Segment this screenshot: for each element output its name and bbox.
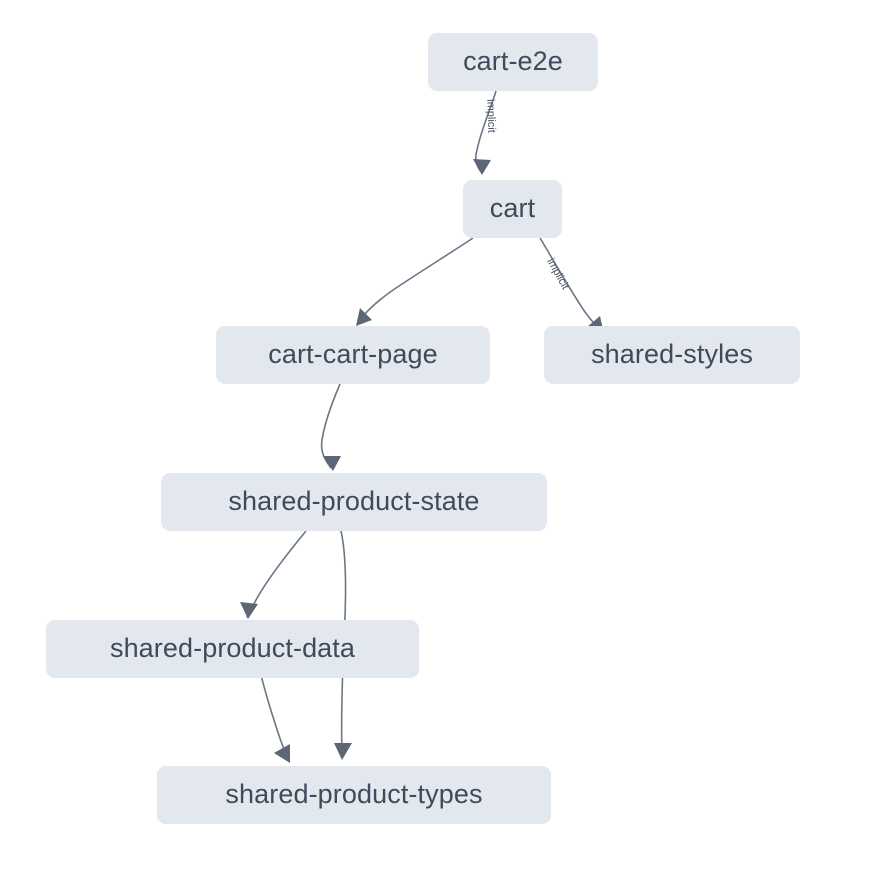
arrowhead-icon <box>323 456 341 471</box>
edge-cart-cart-page-to-shared-product-state[interactable] <box>320 383 341 471</box>
edge-path <box>320 383 341 469</box>
arrowhead-icon <box>473 159 491 175</box>
node-label: cart-e2e <box>463 45 563 76</box>
node-label: shared-styles <box>591 338 753 369</box>
node-shared-product-types[interactable]: shared-product-types <box>157 766 551 824</box>
node-shared-product-state[interactable]: shared-product-state <box>161 473 547 531</box>
edge-path <box>246 530 307 618</box>
arrowhead-icon <box>274 744 290 763</box>
arrowhead-icon <box>240 602 258 619</box>
node-shared-styles[interactable]: shared-styles <box>544 326 800 384</box>
edge-label-implicit-cart-shared-styles: implicit <box>544 256 572 292</box>
node-label: cart-cart-page <box>268 338 438 369</box>
arrowhead-icon <box>334 743 352 760</box>
edge-path <box>357 237 474 323</box>
node-label: cart <box>489 192 536 223</box>
node-cart-cart-page[interactable]: cart-cart-page <box>216 326 490 384</box>
node-label: shared-product-types <box>225 778 483 809</box>
node-cart-e2e[interactable]: cart-e2e <box>428 33 598 91</box>
arrowhead-icon <box>356 308 372 326</box>
edge-shared-product-state-to-shared-product-data[interactable] <box>240 530 307 619</box>
edge-cart-to-cart-cart-page[interactable] <box>356 237 474 326</box>
node-shared-product-data[interactable]: shared-product-data <box>46 620 419 678</box>
node-label: shared-product-state <box>228 485 480 516</box>
edge-cart-to-shared-styles[interactable] <box>539 237 604 334</box>
node-label: shared-product-data <box>109 632 356 663</box>
node-cart[interactable]: cart <box>463 180 562 238</box>
edge-label-implicit-cart-e2e-cart: implicit <box>484 98 498 134</box>
